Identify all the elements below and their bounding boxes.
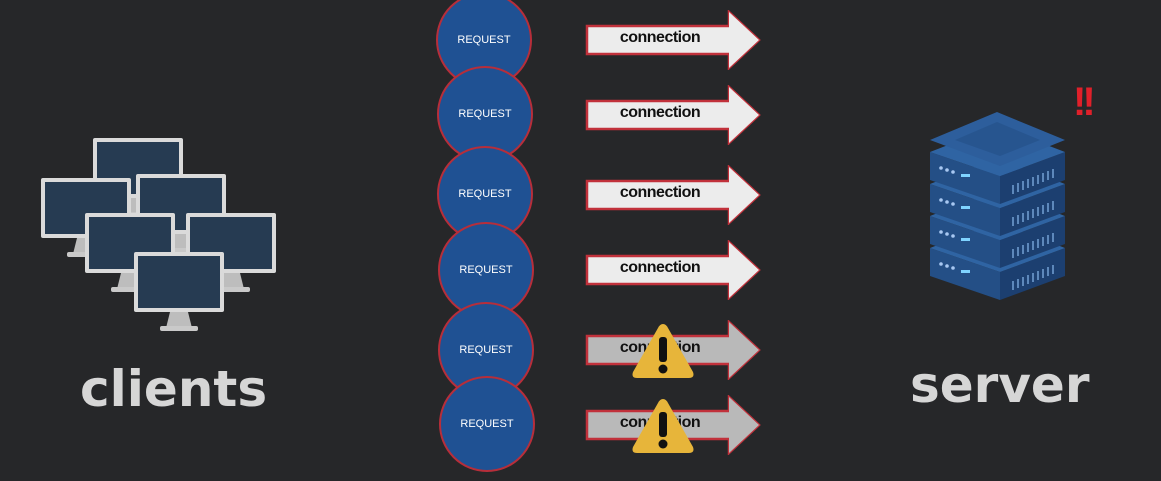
request-circle: REQUEST [438, 222, 534, 318]
connection-label: connection [619, 104, 701, 121]
connection-arrow: connection [585, 9, 761, 71]
connection-arrow: connection [585, 239, 761, 301]
arrow-shape [585, 164, 761, 226]
connection-arrow-failed: connection [585, 319, 761, 381]
warning-icon [630, 321, 696, 381]
connection-label: connection [619, 184, 701, 201]
warning-icon [630, 396, 696, 456]
arrow-shape [585, 84, 761, 146]
arrow-shape [585, 9, 761, 71]
arrow-shape [585, 239, 761, 301]
connection-arrow-failed: connection [585, 394, 761, 456]
clients-label: clients [80, 360, 268, 418]
connection-arrow: connection [585, 164, 761, 226]
connection-arrow: connection [585, 84, 761, 146]
request-circle: REQUEST [439, 376, 535, 472]
clients-monitors-icon [41, 138, 276, 331]
server-label: server [910, 356, 1090, 414]
server-icon [930, 112, 1065, 300]
connection-label: connection [619, 259, 701, 276]
connection-label: connection [619, 29, 701, 46]
server-alert: !! [1073, 80, 1096, 124]
